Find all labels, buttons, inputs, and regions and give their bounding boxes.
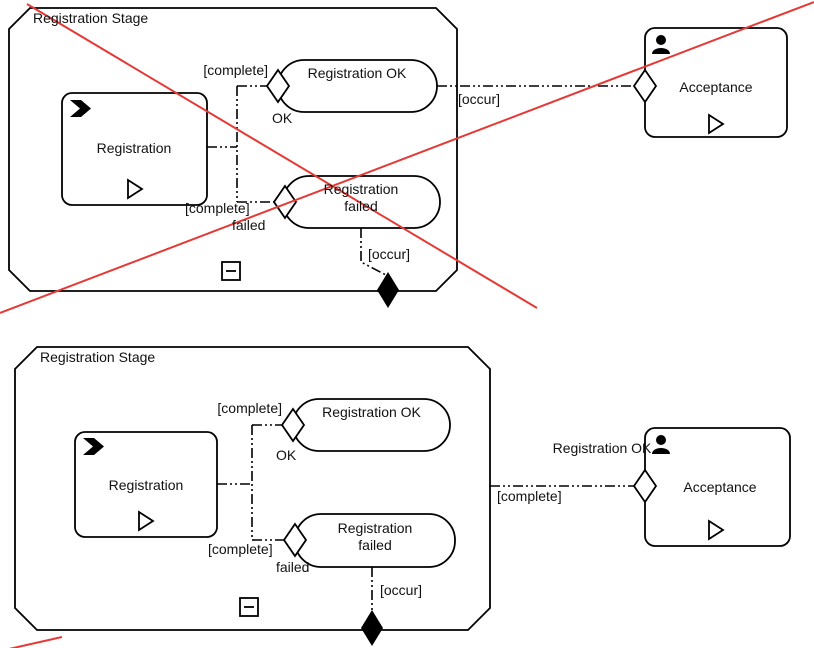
planning-table-icon — [70, 100, 91, 117]
link-guard-label: [complete] — [497, 488, 562, 504]
exit-criterion-diamond — [377, 272, 399, 308]
manual-activation-icon — [138, 510, 155, 532]
sentry-guard-label: [complete] — [217, 400, 282, 416]
registration-task-label: Registration — [96, 140, 172, 156]
red-cross-line-descending — [26, 3, 538, 309]
planning-table-icon — [83, 438, 104, 455]
sentry-name-label: failed — [232, 217, 266, 233]
entry-sentry-failed-diamond — [272, 184, 298, 220]
milestone-failed-label: Registration failed — [337, 520, 413, 553]
milestone-ok-label: Registration OK — [307, 65, 407, 81]
milestone-failed-label: Registration failed — [323, 181, 399, 214]
connector-failed-to-exit — [360, 228, 387, 276]
stage-title: Registration Stage — [33, 10, 149, 26]
exit-criterion-diamond — [361, 610, 383, 646]
top-diagram — [8, 7, 788, 308]
occur-exit-label: [occur] — [380, 582, 423, 598]
red-cross-line-ascending — [0, 1, 814, 314]
manual-activation-icon — [708, 519, 725, 541]
entry-sentry-failed-diamond — [282, 522, 308, 558]
entry-sentry-acceptance-diamond — [632, 468, 658, 504]
sentry-guard-label: [complete] — [208, 541, 273, 557]
entry-sentry-ok-diamond — [265, 68, 291, 104]
human-task-icon — [652, 435, 670, 454]
entry-sentry-acceptance-diamond — [632, 68, 658, 104]
sentry-name-label: OK — [272, 110, 293, 126]
sentry-name-label: OK — [276, 447, 297, 463]
registration-task-shape — [61, 92, 208, 206]
sentry-guard-label: [complete] — [185, 200, 250, 216]
human-task-icon — [652, 35, 670, 54]
manual-activation-icon — [127, 178, 144, 200]
registration-task-label: Registration — [108, 477, 184, 493]
entry-sentry-ok-diamond — [280, 407, 306, 443]
stage-title: Registration Stage — [40, 349, 156, 365]
sentry-guard-label: [complete] — [203, 62, 268, 78]
link-name-label: Registration OK — [552, 440, 652, 456]
red-line-bottom-corner — [8, 636, 63, 648]
acceptance-task-label: Acceptance — [683, 479, 757, 495]
manual-activation-icon — [708, 113, 725, 135]
milestone-ok-label: Registration OK — [322, 404, 421, 420]
acceptance-task-label: Acceptance — [679, 79, 753, 95]
sentry-name-label: failed — [276, 559, 310, 575]
bottom-diagram — [14, 346, 791, 646]
occur-exit-label: [occur] — [368, 246, 411, 262]
occur-link-label: [occur] — [458, 91, 501, 107]
